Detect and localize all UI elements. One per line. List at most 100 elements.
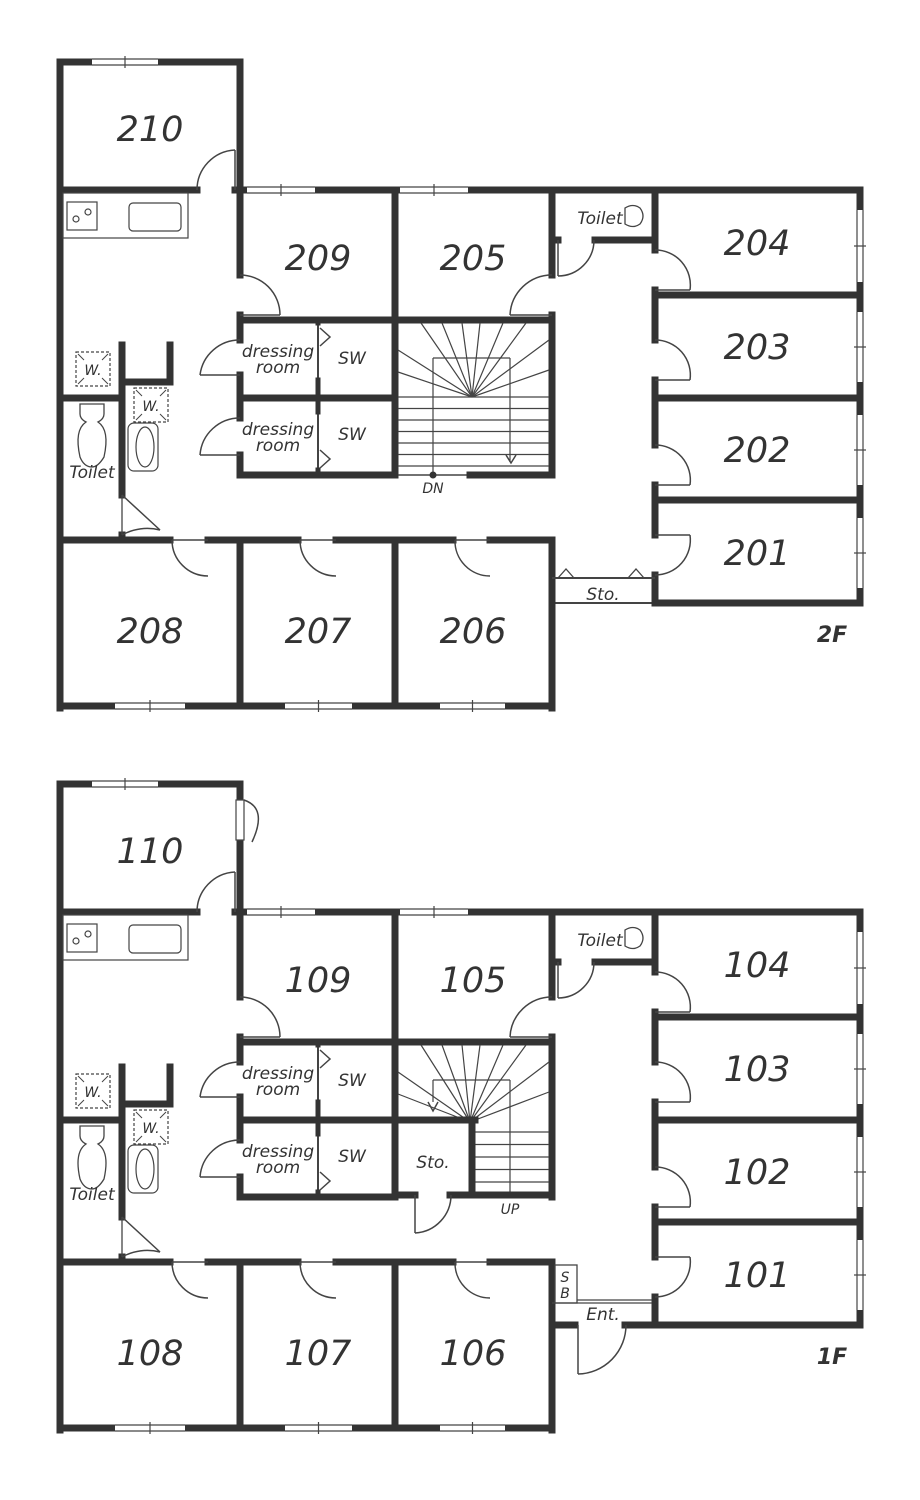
door[interactable] [654,249,692,291]
door[interactable] [577,1324,627,1375]
shoe-box-label: S [561,1270,570,1286]
door[interactable] [654,1166,692,1208]
door[interactable] [121,1216,161,1258]
washer-space: W. [75,1073,111,1109]
door[interactable] [171,539,209,577]
washbasin-icon [127,1144,159,1194]
stair-direction-label: DN [422,481,444,497]
floor-label: 1F [817,1345,847,1370]
window [854,1137,866,1207]
toilet-fixture-icon [624,204,644,228]
door[interactable] [509,274,553,316]
door[interactable] [454,539,491,577]
washer-space: W. [133,387,169,423]
sw-label: SW [338,349,367,369]
door[interactable] [654,971,692,1013]
sw-label: SW [338,1071,367,1091]
sw-label: SW [338,425,367,445]
fixture-line [77,377,85,385]
washer-label: W. [142,399,159,415]
window [115,1422,185,1434]
window [247,184,315,196]
door[interactable] [121,494,161,536]
fixture-line [159,389,167,397]
kitchen-counter [62,914,189,961]
window [285,1422,352,1434]
stair-direction-label: UP [501,1202,520,1218]
sink-icon [128,924,182,954]
door[interactable] [509,996,553,1038]
window [440,700,505,712]
door[interactable] [239,274,281,316]
door[interactable] [199,1061,241,1098]
door[interactable] [196,149,236,191]
storage-door[interactable] [557,568,645,579]
toilet-fixture-icon [77,403,107,468]
storage-label: Sto. [416,1153,449,1173]
room-number: 202 [724,431,791,471]
door[interactable] [196,871,236,913]
fixture-line [101,1075,109,1083]
room-number: 204 [724,224,791,264]
room-number: 101 [724,1256,791,1296]
fixture-line [77,353,85,361]
door[interactable] [239,996,281,1038]
sw-door[interactable] [319,327,332,347]
room-number: 103 [724,1050,791,1090]
window [115,700,185,712]
window [854,415,866,485]
fixture-line [420,322,473,398]
room-number: 210 [117,110,184,150]
door[interactable] [654,339,692,381]
room-number: 207 [285,612,352,652]
stove-icon [66,923,98,953]
fixture-line [135,1135,143,1143]
door[interactable] [557,239,595,277]
door[interactable] [199,339,241,376]
staircase [397,322,550,475]
door[interactable] [557,961,595,999]
stair-marker [429,471,437,479]
room-number: 203 [724,328,791,368]
door[interactable] [299,1261,337,1299]
window [854,210,866,282]
window [440,1422,505,1434]
door[interactable] [654,1061,692,1103]
door[interactable] [299,539,337,577]
room-number: 110 [117,832,184,872]
fixture-line [159,1111,167,1119]
door[interactable] [414,1194,452,1234]
sw-door[interactable] [319,1049,332,1069]
door[interactable] [171,1261,209,1299]
room-number: 108 [117,1334,184,1374]
room-number: 107 [285,1334,352,1374]
sw-door[interactable] [319,449,332,469]
fixture-line [77,1075,85,1083]
window [92,778,158,790]
door[interactable] [654,444,692,486]
fixture-line [159,413,167,421]
washer-label: W. [142,1121,159,1137]
door[interactable] [654,534,692,576]
sw-door[interactable] [319,1171,332,1191]
fixture-line [397,371,473,398]
stove-icon [66,201,98,231]
toilet-label: Toilet [69,463,116,483]
dressing-room-label: room [256,1080,300,1100]
dressing-room-label: dressing [242,342,314,362]
fixture-line [77,1099,85,1107]
door[interactable] [199,417,241,456]
kitchen-counter [62,192,189,239]
fixture-line [135,389,143,397]
fixture-line [469,1044,504,1123]
door[interactable] [235,799,260,843]
room-number: 106 [440,1334,507,1374]
door[interactable] [454,1261,491,1299]
fixture-line [101,353,109,361]
room-number: 208 [117,612,184,652]
door[interactable] [199,1139,241,1178]
fixture-line [121,494,161,531]
sw-label: SW [338,1147,367,1167]
door[interactable] [654,1256,692,1298]
room-number: 104 [724,946,791,986]
